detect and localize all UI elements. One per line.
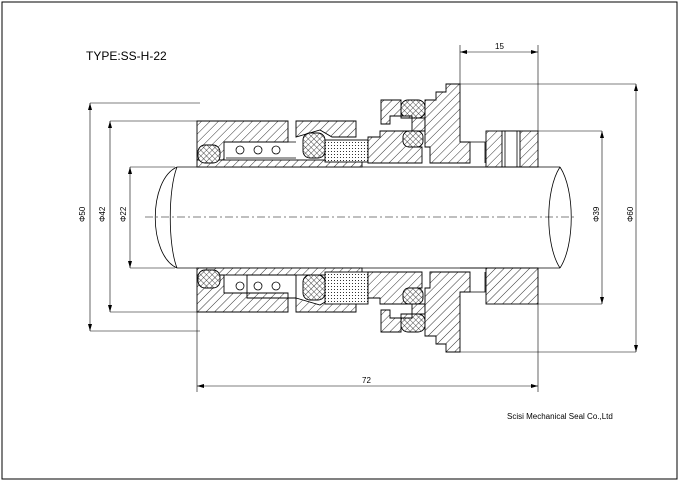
spring-coil bbox=[271, 281, 281, 291]
dim-label-22: Φ22 bbox=[119, 206, 128, 222]
dim-label-42: Φ42 bbox=[98, 206, 107, 222]
upper-gland-small bbox=[380, 99, 426, 132]
lower-oring-shaft bbox=[197, 269, 221, 289]
lower-assembly bbox=[196, 267, 539, 353]
lower-carbon-face bbox=[324, 271, 369, 305]
dim-label-60: Φ60 bbox=[626, 206, 635, 222]
dim-label-39: Φ39 bbox=[592, 206, 601, 222]
company-name: Scisi Mechanical Seal Co.,Ltd bbox=[507, 412, 613, 421]
spring-coil bbox=[235, 281, 245, 291]
spring-coil bbox=[253, 281, 263, 291]
upper-oring-ring bbox=[302, 132, 326, 159]
upper-oring-gland bbox=[402, 130, 424, 148]
upper-oring-gland-top bbox=[400, 99, 426, 119]
upper-retainer bbox=[295, 120, 357, 138]
upper-assembly bbox=[196, 83, 539, 168]
lower-drive-collar bbox=[485, 267, 539, 305]
dim-label-72: 72 bbox=[362, 376, 371, 385]
drawing-title: TYPE:SS-H-22 bbox=[86, 49, 167, 63]
upper-carbon-face bbox=[324, 139, 369, 163]
lower-gland-plate bbox=[424, 271, 471, 353]
upper-oring-shaft bbox=[197, 144, 221, 164]
lower-oring-ring bbox=[302, 274, 326, 301]
dim-label-50: Φ50 bbox=[78, 206, 87, 222]
upper-sleeve bbox=[196, 159, 363, 168]
dimension-lines bbox=[88, 45, 638, 392]
shaft bbox=[145, 166, 575, 269]
spring-coil bbox=[235, 145, 245, 155]
dim-label-15: 15 bbox=[495, 42, 504, 51]
spring-coil bbox=[271, 145, 281, 155]
upper-gland-plate bbox=[424, 83, 471, 164]
spring-coil bbox=[253, 145, 263, 155]
lower-oring-gland bbox=[402, 287, 424, 305]
